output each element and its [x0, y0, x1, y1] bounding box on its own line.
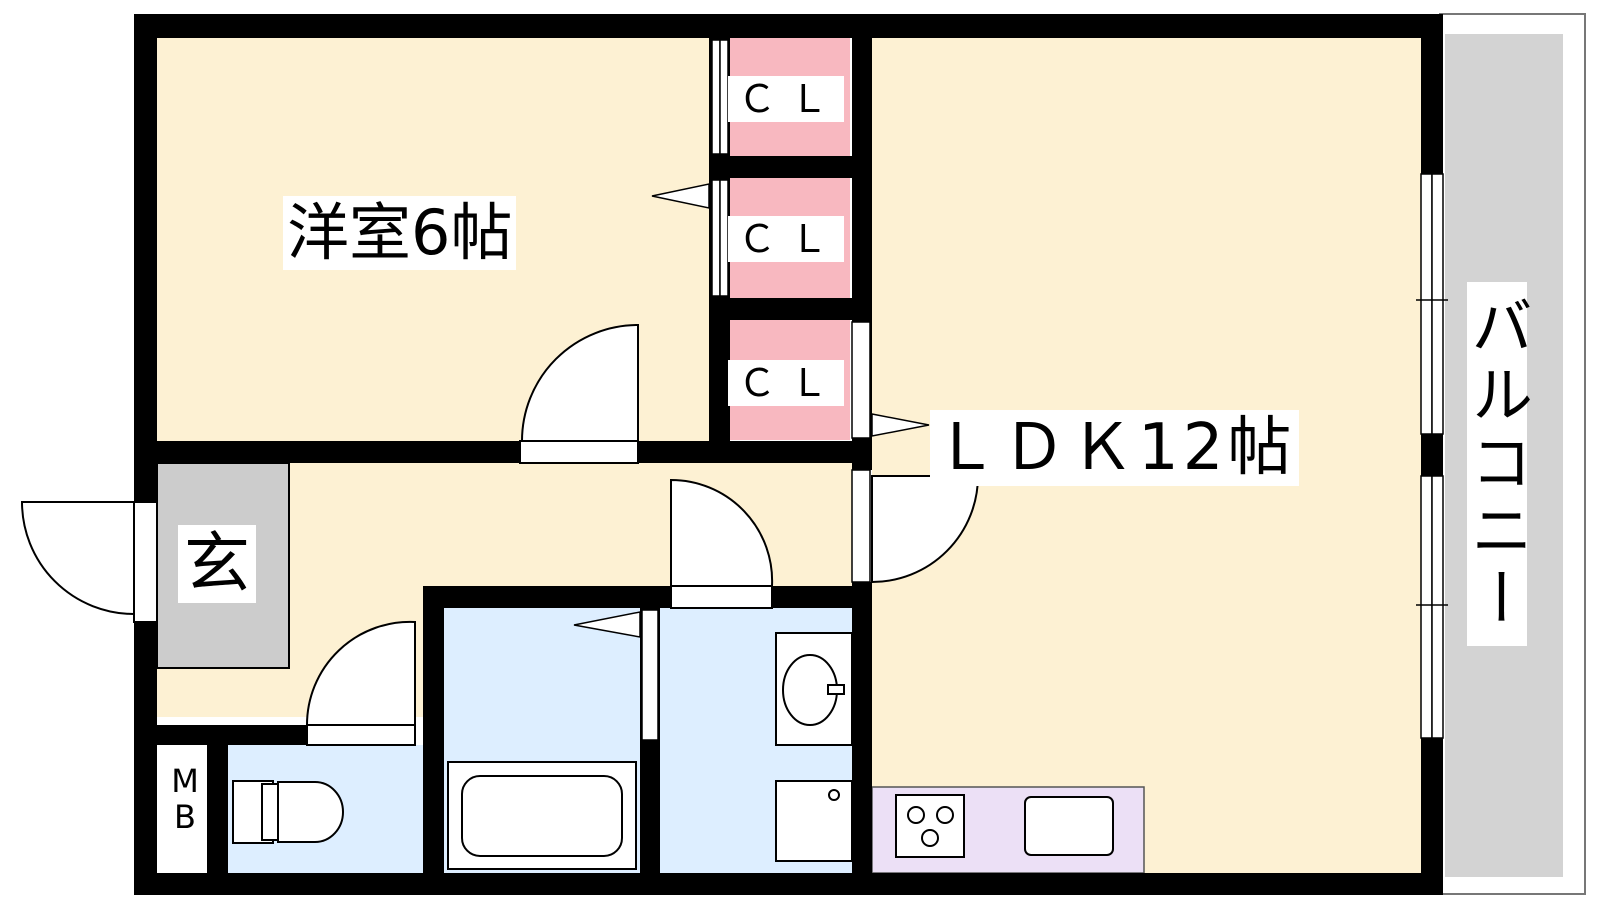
fixtures	[232, 632, 1114, 870]
closet-1-door	[711, 39, 721, 155]
western-room-door-swing	[520, 323, 639, 442]
closet-2-door-b	[719, 179, 729, 297]
toilet-door-sill	[306, 724, 416, 746]
bath-door-jamb	[641, 609, 659, 741]
toilet-bowl	[277, 781, 344, 843]
closet-2-door	[711, 179, 721, 297]
burner-3	[921, 829, 939, 847]
ldk-label: ＬＤＫ12帖	[930, 410, 1300, 486]
washroom-door-sill	[670, 585, 773, 609]
meter-box-label-line-1: M	[171, 762, 199, 800]
wall-ldk-lower	[852, 582, 872, 895]
closet-3-label: ＣＬ	[728, 360, 845, 406]
window-upper-b	[1431, 173, 1444, 435]
closet-1-door-b	[719, 39, 729, 155]
toilet-door-swing	[305, 620, 416, 726]
swing-doors	[20, 323, 980, 746]
window-upper-a	[1420, 173, 1433, 435]
burner-1	[907, 806, 925, 824]
stove	[895, 794, 965, 858]
wall-left-upper	[134, 14, 157, 502]
wall-room-hall-a	[157, 441, 520, 463]
meter-box-label: M B	[160, 762, 210, 836]
entrance-step	[156, 462, 290, 669]
washing-machine-drain	[828, 789, 840, 801]
window-lower-b	[1431, 475, 1444, 739]
balcony-windows	[1416, 173, 1448, 739]
wall-right-bottom	[1421, 738, 1443, 895]
wall-room-hall-b	[638, 441, 852, 463]
wall-bath-top-a	[423, 586, 671, 608]
wall-right-mid	[1421, 434, 1443, 476]
closet-1-label: ＣＬ	[728, 76, 845, 122]
western-room-door-sill	[519, 440, 639, 464]
wall-bottom	[134, 873, 1443, 895]
wall-closet-2-3	[730, 298, 852, 320]
wash-basin-tap	[827, 684, 845, 695]
closet-3-marker	[871, 413, 930, 437]
toilet-seat-base	[261, 783, 279, 841]
window-lower-a	[1420, 475, 1433, 739]
kitchen-sink	[1024, 796, 1114, 856]
closet-doors	[641, 39, 871, 741]
closet-2-marker	[651, 183, 710, 209]
wall-toilet-top	[157, 725, 307, 745]
door-markers	[573, 183, 930, 638]
wall-closet-1-2	[730, 156, 852, 178]
wall-mb	[207, 725, 228, 895]
closet-3-door	[851, 321, 871, 439]
balcony-label: バルコニー	[1460, 282, 1533, 646]
western-room-label: 洋室6帖	[283, 196, 517, 270]
wall-bath-left	[423, 586, 444, 895]
bath-marker	[573, 611, 641, 638]
bathtub-basin	[461, 775, 623, 857]
meter-box-label-line-2: B	[174, 797, 196, 836]
wall-top	[134, 14, 1443, 38]
closet-2-label: ＣＬ	[728, 216, 845, 262]
front-door-jamb	[133, 501, 158, 623]
wall-bath-top-b	[772, 586, 872, 608]
entrance-label: 玄	[178, 525, 256, 603]
wall-right-top	[1421, 14, 1443, 174]
washroom-door-swing	[670, 478, 774, 587]
wall-left-lower	[134, 622, 157, 895]
walls	[134, 14, 1443, 895]
ldk-door-jamb	[851, 469, 871, 583]
front-door-swing	[20, 501, 135, 616]
burner-2	[936, 806, 954, 824]
washing-machine-pan	[775, 780, 853, 862]
meter-box-floor	[157, 745, 207, 873]
